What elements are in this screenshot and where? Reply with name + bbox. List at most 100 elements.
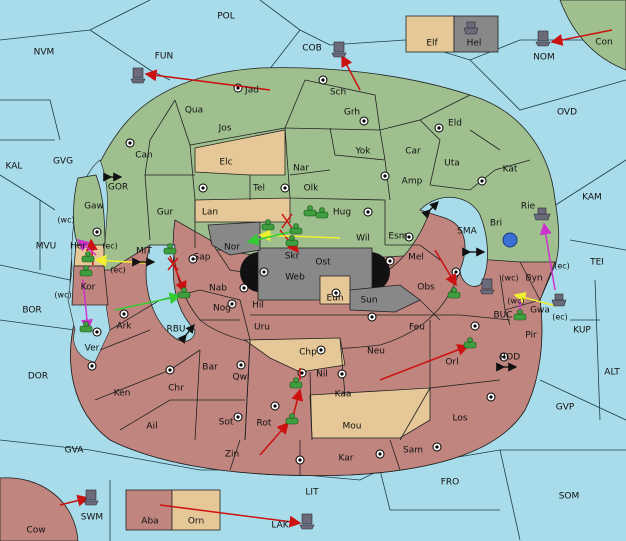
province-borders [94,79,541,475]
label-swm: SWM [81,513,103,523]
label-los: Los [452,414,467,424]
fleet-unit [479,278,495,295]
passage-arrows [103,172,518,372]
coast-note-ec-gwa: (ec) [552,313,568,322]
label-gva: GVA [65,446,85,456]
label-uru: Uru [254,323,270,333]
region-elc[interactable] [194,129,286,176]
label-rot: Rot [257,419,272,429]
fleet-units [83,21,567,530]
coast-note-wc-kor: (wc) [54,291,71,300]
fleet-unit [533,207,551,221]
label-hil: Hil [252,301,264,311]
coast-note-ec-byn: (ec) [554,262,570,271]
region-sun[interactable] [349,284,421,313]
army-unit [463,337,477,349]
label-can: Can [135,151,153,161]
army-unit [261,219,275,231]
label-car: Car [405,147,421,157]
label-rbu: RBU [166,325,185,335]
label-ost: Ost [315,258,331,268]
label-uta: Uta [444,159,460,169]
army-unit [289,223,303,235]
label-som: SOM [559,492,580,502]
label-nab: Nab [209,284,227,294]
region-mou[interactable] [309,387,431,439]
label-nog: Nog [213,304,231,314]
fleet-unit [130,67,146,84]
label-yok: Yok [354,147,371,157]
label-chp: Chp [299,348,317,358]
label-con: Con [595,38,613,48]
label-cow: Cow [26,526,45,536]
label-ark: Ark [116,322,132,332]
coast-note-ec-kor: (ec) [110,266,126,275]
army-unit [81,251,95,263]
label-gvg: GVG [53,157,73,167]
region-nor[interactable] [207,221,261,256]
label-dor: DOR [28,372,48,382]
army-unit [285,235,299,247]
label-her: Her [70,242,86,252]
label-ovd: OVD [557,108,577,118]
label-chr: Chr [168,384,184,394]
inner-south-ring [172,209,468,350]
label-hel: Hel [467,39,482,49]
label-qua: Qua [185,106,203,116]
label-sun: Sun [360,296,377,306]
label-bor: BOR [22,306,41,316]
label-kar: Kar [339,454,354,464]
label-feu: Feu [409,323,425,333]
label-obs: Obs [417,283,435,293]
label-kat: Kat [503,165,518,175]
label-qwi: Qwi [233,373,250,383]
label-nom: NOM [533,53,555,63]
label-ken: Ken [114,389,131,399]
army-unit [513,309,527,321]
order-arrows [59,29,613,528]
army-unit [447,287,461,299]
label-fro: FRO [441,478,460,488]
supply-centers [87,75,509,465]
label-sap: Sap [194,253,211,263]
label-gur: Gur [157,208,174,218]
label-sma: SMA [457,227,477,237]
label-amp: Amp [402,177,423,187]
label-kaa: Kaa [335,390,352,400]
army-unit [315,207,329,219]
label-hug: Hug [333,208,351,218]
label-sot: Sot [219,418,234,428]
label-nil: Nil [316,370,328,380]
coast-note-wc-gwa: (wc) [507,297,524,306]
label-nvm: NVM [34,48,55,58]
label-nor: Nor [224,243,240,253]
label-wil: Wil [356,234,370,244]
fleet-unit [83,489,99,506]
label-gaw: Gaw [84,202,104,212]
army-unit [285,413,299,425]
label-aba: Aba [141,517,158,527]
label-tei: TEI [589,258,604,268]
flag-marker [502,232,518,248]
label-skr: Skr [285,252,300,262]
label-web: Web [285,273,305,283]
label-tel: Tel [252,184,265,194]
label-cob: COB [302,44,322,54]
label-kor: Kor [81,283,96,293]
label-kam: KAM [582,193,602,203]
region-sma[interactable] [419,196,488,287]
label-fun: FUN [155,52,174,62]
region-elf[interactable] [405,15,455,53]
army-unit [163,243,177,255]
label-gor: GOR [108,183,128,193]
label-pir: Pir [525,331,537,341]
label-lan: Lan [202,208,218,218]
label-orl: Orl [445,358,458,368]
army-unit [177,287,191,299]
region-gaw[interactable] [73,174,106,246]
label-pol: POL [217,12,235,22]
label-bar: Bar [202,363,218,373]
coast-labels: (wc)(ec)(ec)(wc)(wc)(ec)(wc)(ec) [54,216,569,322]
label-lit: LIT [305,488,319,498]
